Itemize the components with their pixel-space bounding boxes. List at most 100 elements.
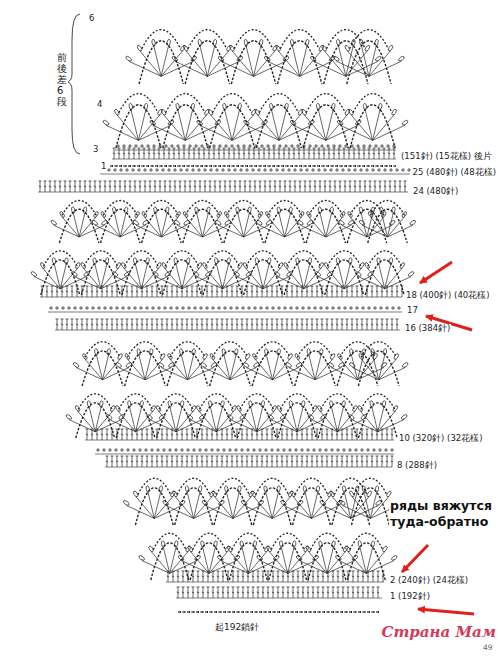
page-number: 49 — [482, 644, 494, 653]
bobble — [117, 353, 123, 360]
bobble — [140, 400, 144, 407]
bobble — [338, 220, 345, 226]
bobble — [213, 39, 217, 46]
chain-loop — [119, 394, 153, 410]
bobble — [73, 362, 80, 368]
single-crochet-row — [96, 448, 394, 452]
bobble — [186, 414, 193, 420]
shell — [129, 45, 194, 76]
bobble — [319, 348, 323, 355]
shell — [156, 263, 209, 288]
bobble — [106, 414, 113, 420]
bobble — [370, 400, 374, 407]
bobble — [297, 220, 304, 226]
bobble — [174, 220, 181, 226]
bobble — [279, 541, 283, 548]
row-label: 18 (400針) (40花樣) — [405, 291, 491, 301]
bobble — [392, 405, 398, 412]
shell — [136, 213, 187, 237]
bobble — [359, 207, 363, 214]
bobble — [339, 500, 346, 506]
chain-loop — [43, 251, 77, 267]
bobble — [64, 257, 68, 264]
shell — [299, 547, 355, 574]
bobble — [316, 486, 320, 493]
chain-loop — [334, 478, 367, 495]
bobble — [295, 257, 299, 264]
bracket — [66, 14, 80, 154]
bobble — [150, 405, 156, 412]
shell — [150, 406, 203, 431]
bobble — [149, 348, 153, 355]
bobble — [144, 103, 148, 110]
bobble — [121, 262, 127, 269]
bobble — [348, 257, 352, 264]
chain-loop — [192, 533, 225, 550]
chain-arc — [162, 260, 201, 295]
bobble — [359, 220, 366, 226]
bobble — [222, 103, 226, 110]
bobble — [318, 262, 324, 269]
shell — [311, 406, 364, 431]
bobble — [171, 56, 178, 62]
row-label: 16 (384針) — [404, 324, 451, 334]
bobble — [146, 414, 153, 420]
bobble — [318, 541, 322, 548]
bobble — [65, 414, 72, 420]
double-crochet-row — [177, 587, 380, 598]
bobble — [308, 257, 312, 264]
chain-loop — [306, 94, 345, 113]
shell — [181, 547, 237, 574]
bobble — [161, 262, 167, 269]
shell — [119, 354, 172, 379]
chain-loop — [370, 201, 405, 216]
chain-loop — [287, 251, 321, 267]
chain-loop — [144, 201, 179, 216]
bobble — [146, 486, 150, 493]
bobble — [274, 271, 281, 277]
bobble — [398, 56, 405, 62]
shell — [352, 354, 405, 379]
chain-row — [178, 612, 380, 613]
bobble — [389, 220, 396, 226]
chain-loop — [310, 533, 343, 550]
chain-loop — [177, 478, 210, 495]
bobble — [380, 362, 387, 368]
chain-loop — [166, 94, 205, 113]
bobble — [241, 500, 248, 506]
shell — [175, 45, 240, 76]
bobble — [330, 353, 336, 360]
chain-arc — [142, 209, 181, 243]
bobble — [349, 362, 356, 368]
bobble — [387, 45, 393, 52]
chain-arc — [244, 260, 283, 295]
chain-loop — [85, 342, 121, 358]
bobble — [208, 400, 212, 407]
bobble — [91, 220, 98, 226]
row-label: 8 (288針) — [396, 461, 438, 471]
chain-arc — [278, 403, 317, 438]
bobble — [191, 103, 195, 110]
shell — [190, 406, 243, 431]
bobble — [267, 257, 271, 264]
bobble — [93, 257, 97, 264]
row-label: 1 (192針) — [389, 592, 431, 602]
bobble — [196, 120, 203, 126]
bobble — [151, 39, 155, 46]
chain-arc — [365, 260, 404, 295]
bobble — [168, 400, 172, 407]
bobble — [288, 207, 292, 214]
bobble — [364, 45, 370, 52]
chain-loop — [199, 394, 233, 410]
chain-arc — [350, 105, 395, 148]
bobble — [165, 207, 169, 214]
chain-row — [110, 166, 396, 167]
bobble — [159, 486, 163, 493]
row-line — [100, 174, 410, 175]
shell — [161, 354, 214, 379]
bobble — [283, 262, 289, 269]
bobble — [124, 207, 128, 214]
chain-arc — [284, 260, 323, 295]
bobble — [307, 414, 314, 420]
